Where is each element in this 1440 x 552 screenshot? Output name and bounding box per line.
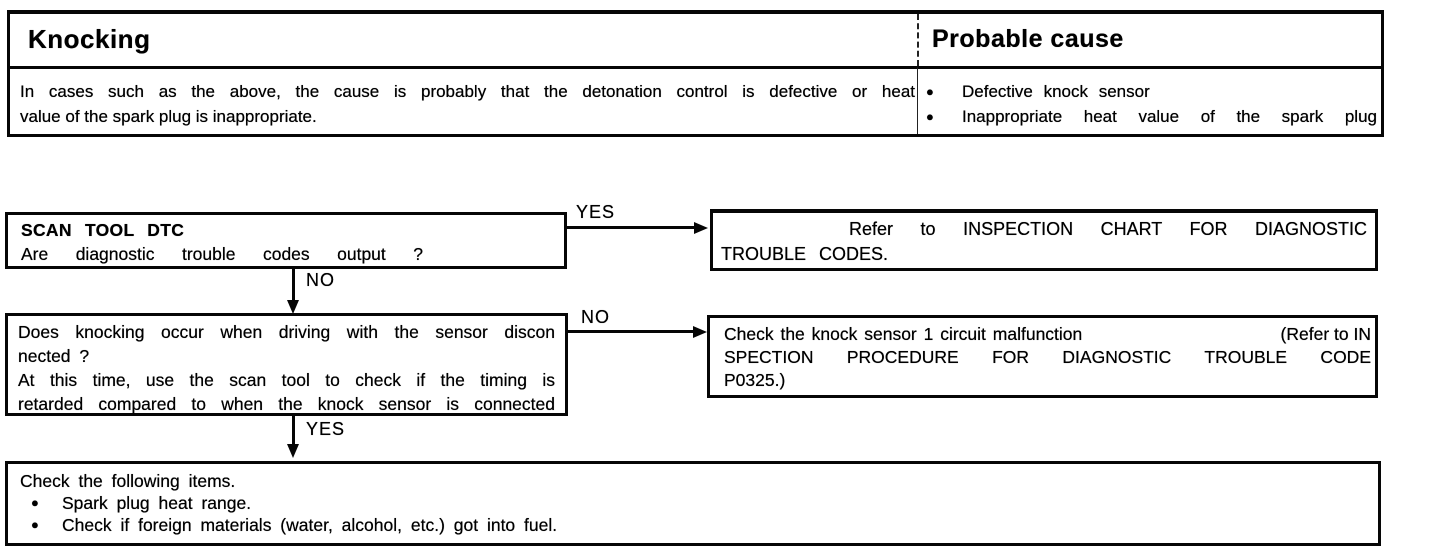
diagnosis-table: Knocking Probable cause In cases such as… bbox=[7, 10, 1384, 137]
flow-final-check-items: Check the following items. ● Spark plug … bbox=[5, 461, 1381, 546]
flow-result-knock-sensor-circuit: Check the knock sensor 1 circuit malfunc… bbox=[707, 315, 1378, 398]
final-item-text: Spark plug heat range. bbox=[62, 493, 252, 513]
yes1-label: YES bbox=[576, 202, 616, 222]
cause-text: Inappropriate heat value of the spark pl… bbox=[962, 107, 1377, 126]
cause-item: ● Inappropriate heat value of the spark … bbox=[918, 104, 1377, 129]
symptom-description-line1: In cases such as the above, the cause is… bbox=[20, 82, 915, 101]
step1-question: Are diagnostic trouble codes output ? bbox=[21, 244, 423, 264]
yes1-arrowhead-icon bbox=[694, 222, 708, 234]
flow-step-knocking-disconnected: Does knocking occur when driving with th… bbox=[5, 313, 568, 416]
result2-line1-right: (Refer to IN bbox=[1280, 324, 1371, 344]
step2-line2: nected ? bbox=[18, 346, 90, 366]
step2-line1: Does knocking occur when driving with th… bbox=[18, 322, 555, 342]
result1-line1: Refer to INSPECTION CHART FOR DIAGNOSTIC bbox=[849, 219, 1367, 239]
step2-line4: retarded compared to when the knock sens… bbox=[18, 394, 555, 414]
flow-result-inspection-chart: Refer to INSPECTION CHART FOR DIAGNOSTIC… bbox=[710, 209, 1378, 271]
no1-arrowhead-icon bbox=[287, 300, 299, 314]
yes2-connector-line bbox=[292, 416, 295, 446]
no2-arrowhead-icon bbox=[693, 326, 707, 338]
no1-label: NO bbox=[306, 270, 335, 290]
final-item-text: Check if foreign materials (water, alcoh… bbox=[62, 515, 558, 535]
symptom-header: Knocking bbox=[28, 24, 151, 54]
result2-line1: Check the knock sensor 1 circuit malfunc… bbox=[724, 323, 1371, 346]
result1-line2: TROUBLE CODES. bbox=[721, 244, 889, 264]
final-item: ● Check if foreign materials (water, alc… bbox=[20, 514, 1378, 536]
flow-step-scan-tool-dtc: SCAN TOOL DTC Are diagnostic trouble cod… bbox=[5, 212, 567, 269]
symptom-description-line2: value of the spark plug is inappropriate… bbox=[20, 107, 317, 126]
yes2-arrowhead-icon bbox=[287, 444, 299, 458]
no1-connector-line bbox=[292, 268, 295, 302]
cause-text: Defective knock sensor bbox=[962, 82, 1150, 101]
no2-connector-line bbox=[568, 330, 694, 333]
bullet-icon: ● bbox=[31, 517, 39, 532]
final-intro: Check the following items. bbox=[20, 471, 236, 491]
bullet-icon: ● bbox=[31, 495, 39, 510]
no2-label: NO bbox=[581, 307, 610, 327]
bullet-icon: ● bbox=[926, 109, 934, 124]
probable-cause-list: ● Defective knock sensor ● Inappropriate… bbox=[917, 66, 1381, 134]
probable-cause-header: Probable cause bbox=[917, 14, 1381, 66]
result2-line3: P0325.) bbox=[724, 370, 786, 390]
step2-line3: At this time, use the scan tool to check… bbox=[18, 370, 555, 390]
step1-title: SCAN TOOL DTC bbox=[21, 220, 185, 240]
final-item: ● Spark plug heat range. bbox=[20, 492, 1378, 514]
cause-item: ● Defective knock sensor bbox=[918, 79, 1377, 104]
result2-line1-left: Check the knock sensor 1 circuit malfunc… bbox=[724, 324, 1083, 344]
result2-line2: SPECTION PROCEDURE FOR DIAGNOSTIC TROUBL… bbox=[724, 347, 1371, 367]
symptom-description: In cases such as the above, the cause is… bbox=[10, 66, 917, 134]
yes2-label: YES bbox=[306, 419, 346, 439]
yes1-connector-line bbox=[567, 226, 695, 229]
bullet-icon: ● bbox=[926, 84, 934, 99]
